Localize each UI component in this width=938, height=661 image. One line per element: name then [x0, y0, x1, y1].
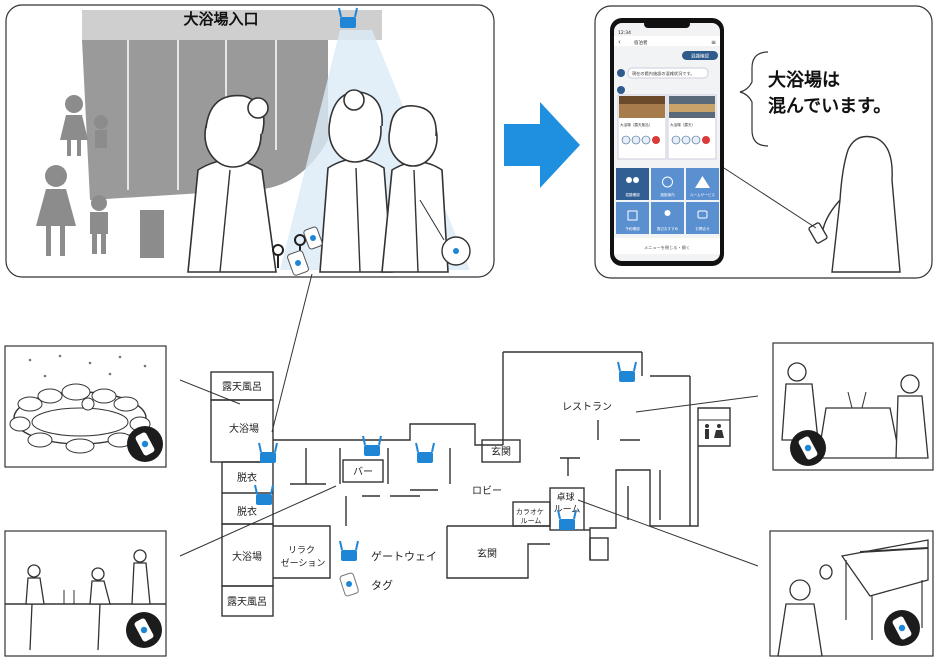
chat-message: 現在の館内施設の混雑状況です。 [632, 70, 694, 77]
room-karaoke-line-1: カラオケ [516, 508, 544, 516]
entrance-sign: 大浴場入口 [183, 10, 258, 28]
flow-arrow [504, 102, 580, 188]
tag-badge-icon [127, 426, 163, 462]
room-billiards-line-1: 卓球 [557, 491, 575, 503]
tile-reservation[interactable]: 予約確認 [616, 202, 649, 234]
tag-badge-icon [884, 610, 920, 646]
gateway-icon [617, 361, 637, 383]
svg-text:ルームサービス: ルームサービス [690, 192, 715, 197]
legend: ゲートウェイ タグ [339, 540, 437, 597]
app-header-title: 宿泊者 [634, 39, 648, 46]
room-bar: バー [353, 466, 373, 478]
svg-text:予約確認: 予約確認 [625, 226, 640, 231]
room-bath-bottom: 大浴場 [232, 550, 262, 563]
room-entrance-lower: 玄関 [477, 547, 497, 560]
menu-toggle[interactable]: メニューを閉じる・開く [644, 244, 690, 251]
room-restaurant: レストラン [562, 401, 612, 413]
gateway-icon [362, 435, 382, 457]
room-bath-top: 大浴場 [229, 422, 259, 435]
tile-congestion-label: 混雑確認 [625, 192, 640, 197]
svg-text:施設案内: 施設案内 [660, 192, 675, 197]
card1-label: 大浴場（露天風呂） [620, 122, 652, 127]
room-outdoor-bath-top: 露天風呂 [222, 381, 262, 393]
room-changing-bottom: 脱衣 [237, 505, 257, 518]
bath-entrance-panel: 大浴場入口 [5, 4, 495, 278]
entrance-connector [271, 273, 313, 433]
legend-tag-label: タグ [371, 578, 393, 592]
room-lobby: ロビー [472, 485, 502, 497]
menu-tile-grid: 混雑確認 施設案内 ルームサービス 予約確認 周辺おすすめ お問合せ 混雑確認 [616, 168, 719, 234]
congestion-chip[interactable]: 混雑確認 [691, 53, 709, 60]
vignette-restaurant [772, 342, 934, 471]
room-billiards: 卓球 ルーム [554, 491, 581, 515]
gateway-icon [415, 442, 435, 464]
legend-gateway-label: ゲートウェイ [371, 550, 437, 563]
room-karaoke-line-2: ルーム [521, 517, 542, 525]
speech-line-2: 混んでいます。 [768, 96, 891, 117]
menu-icon[interactable]: ≡ [711, 39, 716, 46]
room-billiards-line-2: ルーム [554, 504, 581, 515]
room-outdoor-bath-bottom: 露天風呂 [227, 596, 267, 608]
floor-plan-labels: 露天風呂 大浴場 脱衣 脱衣 大浴場 露天風呂 バー ロビー 玄関 玄関 レスト… [222, 381, 612, 608]
tag-badge-icon [790, 430, 826, 466]
speech-line-1: 大浴場は [768, 69, 840, 91]
smartphone: 12:34 ‹ 宿泊者 ≡ 混雑確認 現在の館内施設の混雑状況です。 大浴場（露… [610, 18, 724, 266]
phone-panel: 12:34 ‹ 宿泊者 ≡ 混雑確認 現在の館内施設の混雑状況です。 大浴場（露… [594, 5, 933, 279]
floor-plan [210, 351, 731, 617]
room-changing-top: 脱衣 [237, 471, 257, 484]
room-relaxation-line-2: ゼーション [281, 557, 326, 569]
room-relaxation-line-1: リラク [288, 545, 315, 556]
svg-text:お問合せ: お問合せ [695, 226, 710, 231]
room-entrance-upper: 玄関 [491, 445, 511, 458]
vignette-outdoor-bath [4, 345, 167, 468]
back-icon[interactable]: ‹ [618, 38, 621, 46]
tag-badge-icon [126, 612, 162, 648]
svg-text:周辺おすすめ: 周辺おすすめ [657, 226, 679, 231]
vignette-table-tennis [769, 530, 934, 657]
tile-nearby[interactable]: 周辺おすすめ [651, 202, 684, 234]
restroom-icon [705, 424, 724, 439]
room-relaxation: リラク ゼーション [281, 545, 326, 569]
vignette-bar [4, 530, 167, 657]
tile-facility[interactable]: 施設案内 [651, 168, 684, 200]
room-karaoke: カラオケ ルーム [516, 508, 546, 525]
gateway-icon [254, 484, 274, 506]
gateway-icon [258, 442, 278, 464]
status-time: 12:34 [618, 30, 631, 36]
gateway-legend-icon [339, 540, 359, 562]
card2-label: 大浴場（露天） [670, 122, 695, 127]
